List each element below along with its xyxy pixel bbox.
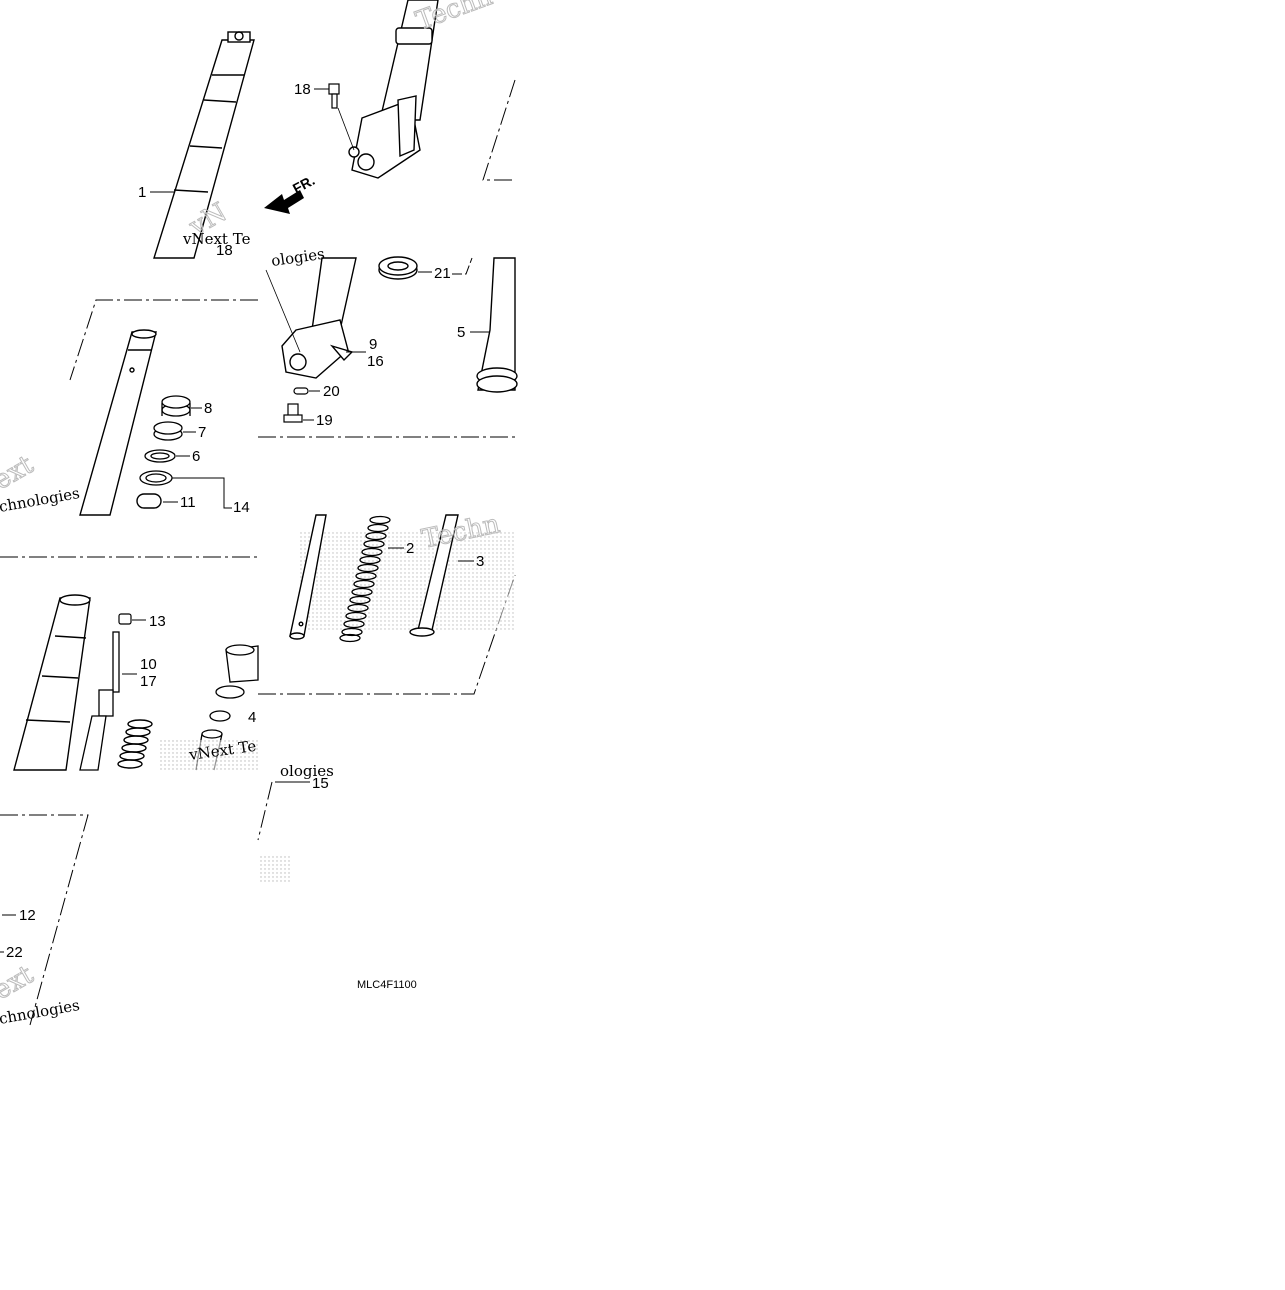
- spring-lower: [117, 719, 153, 769]
- tile-top-left: 1 vNext Te vN 18: [138, 31, 255, 259]
- clip-11: [136, 493, 162, 509]
- seal-6: [144, 449, 176, 463]
- spring-pin-20: [293, 387, 309, 395]
- watermark-fragment: Techn: [412, 0, 497, 37]
- callout-8: 8: [204, 400, 212, 417]
- inner-tube: [79, 329, 157, 516]
- callout-2: 2: [406, 540, 414, 557]
- seal-14: [139, 470, 173, 486]
- fork-tube-upper: [153, 31, 255, 259]
- cap-bolt: [209, 644, 259, 722]
- watermark-fragment: ext: [0, 450, 39, 497]
- tile-top-right: 18 FR. Techn: [264, 0, 516, 214]
- callout-6: 6: [192, 448, 200, 465]
- callout-11: 11: [180, 494, 196, 511]
- callout-15: 15: [312, 775, 329, 792]
- tile-bottom-left: 12 22 ext chnologies: [0, 814, 89, 1028]
- outer-tube-5: [476, 257, 518, 393]
- spring-2: [339, 515, 391, 643]
- tile-middle-left: 8 7 6 14 11 ext chnologies: [0, 299, 258, 516]
- bolt-18: [328, 83, 340, 109]
- callout-3: 3: [476, 553, 484, 570]
- bushing-7: [153, 421, 183, 441]
- slider-tube: [289, 514, 327, 640]
- watermark-fragment: ologies: [270, 245, 326, 270]
- outer-tube-lower: [13, 594, 91, 771]
- callout-1: 1: [138, 184, 146, 201]
- callout-14: 14: [233, 499, 250, 516]
- collar-tube-3: [409, 514, 459, 637]
- dust-seal-21: [378, 256, 418, 280]
- callout-10: 10: [140, 656, 157, 673]
- watermark-fragment: ext: [0, 960, 39, 1007]
- callout-5: 5: [457, 324, 465, 341]
- callout-19: 19: [316, 412, 333, 429]
- front-direction-label: FR.: [290, 172, 317, 197]
- callout-18-upper: 18: [294, 81, 311, 98]
- bolt-19: [283, 403, 303, 423]
- callout-7: 7: [198, 424, 206, 441]
- outer-tube-assembly: [348, 0, 439, 179]
- part-code: MLC4F1100: [357, 979, 417, 991]
- callout-16: 16: [367, 353, 384, 370]
- callout-22: 22: [6, 944, 23, 961]
- tile-lower-right: 2 3 Techn: [258, 509, 516, 695]
- damper-rod: [79, 631, 120, 771]
- tile-middle-right: 9 16 20 19 21 5 ologies: [258, 245, 518, 438]
- callout-18-lower: 18: [216, 242, 233, 259]
- tile-bottom-right: 15 ologies MLC4F1100: [257, 762, 417, 991]
- callout-4: 4: [248, 709, 256, 726]
- callout-21: 21: [434, 265, 451, 282]
- callout-12: 12: [19, 907, 36, 924]
- callout-20: 20: [323, 383, 340, 400]
- callout-13: 13: [149, 613, 166, 630]
- bushing-8: [161, 395, 191, 417]
- watermark-fragment: vNext Te: [182, 230, 251, 248]
- axle-holder-9: [281, 257, 357, 379]
- watermark-fragment: ologies: [280, 762, 334, 780]
- callout-17: 17: [140, 673, 157, 690]
- tile-lower-left: 10 17 13 4 vNext Te: [0, 556, 259, 771]
- front-direction-arrow: FR.: [264, 172, 317, 214]
- nut-13: [118, 613, 132, 625]
- callout-9: 9: [369, 336, 377, 353]
